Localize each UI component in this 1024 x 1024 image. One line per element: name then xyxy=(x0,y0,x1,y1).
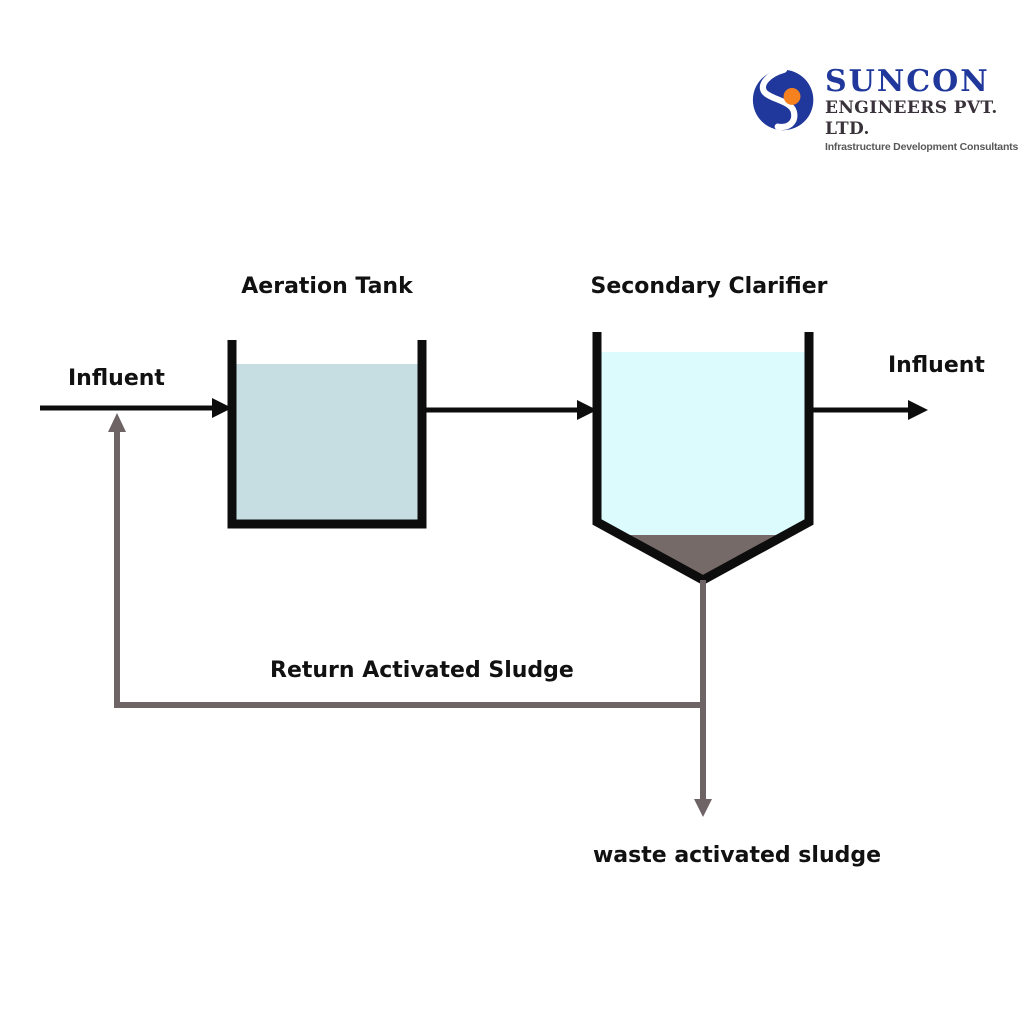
logo-tagline: Infrastructure Development Consultants xyxy=(825,141,1019,153)
return-sludge-arrowhead xyxy=(108,413,126,432)
clarifier-water xyxy=(601,352,805,536)
return-activated-sludge-label: Return Activated Sludge xyxy=(270,658,574,683)
influent-arrowhead xyxy=(212,398,232,418)
influent-right-label: Influent xyxy=(888,353,985,378)
suncon-logo-icon xyxy=(752,66,814,131)
logo-company-name: SUNCON xyxy=(825,64,990,99)
logo-text-block: SUNCON ENGINEERS PVT. LTD. Infrastructur… xyxy=(825,64,1024,154)
waste-sludge-arrowhead xyxy=(694,799,712,817)
effluent-arrowhead xyxy=(908,400,928,420)
suncon-logo: SUNCON ENGINEERS PVT. LTD. Infrastructur… xyxy=(752,64,1024,154)
secondary-clarifier-label: Secondary Clarifier xyxy=(590,274,828,299)
aeration-tank-walls xyxy=(227,340,427,529)
aeration-tank-label: Aeration Tank xyxy=(241,274,413,299)
aeration-tank-water xyxy=(236,364,418,521)
waste-activated-sludge-label: waste activated sludge xyxy=(592,843,882,868)
tank-to-clarifier-arrowhead xyxy=(577,400,597,420)
influent-left-label: Influent xyxy=(68,366,165,391)
clarifier-sludge xyxy=(620,535,786,579)
logo-company-subtitle: ENGINEERS PVT. LTD. xyxy=(825,98,998,139)
